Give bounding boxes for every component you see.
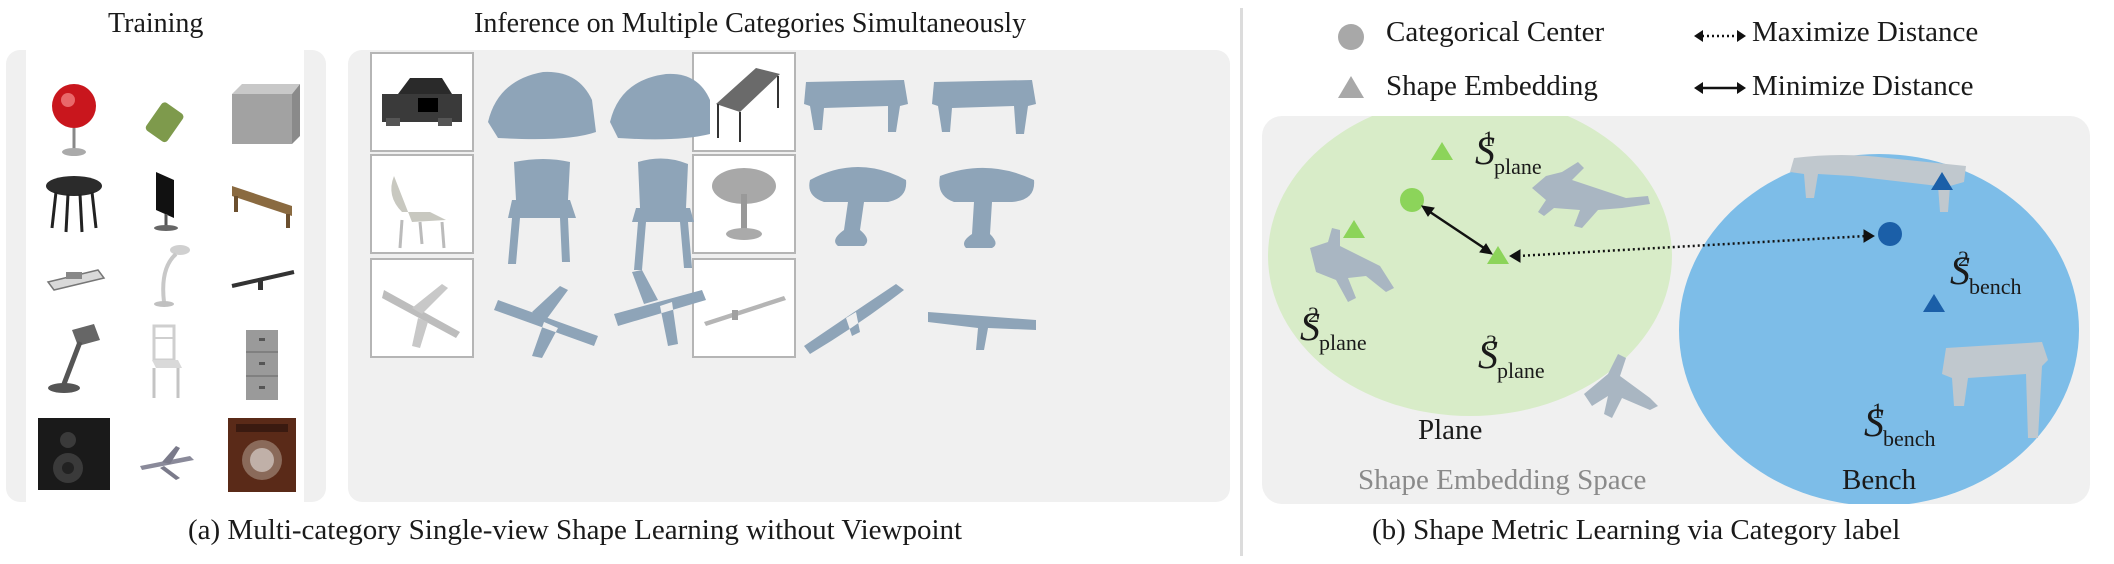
bench-reconstruction-1 — [804, 80, 908, 132]
bench-shape-2 — [1942, 342, 2048, 438]
s-plane-1-marker — [1431, 142, 1453, 160]
caption-a: (a) Multi-category Single-view Shape Lea… — [188, 514, 963, 546]
plane-center-marker — [1400, 188, 1424, 212]
inference-panel — [348, 50, 1230, 502]
cabinet-icon — [246, 330, 278, 400]
pixel-chair-icon — [391, 176, 446, 249]
training-panel — [6, 50, 326, 502]
training-title: Training — [108, 8, 204, 39]
rifle-reconstruction-1 — [804, 284, 904, 354]
round-table-icon — [46, 176, 102, 233]
input-image-rifle — [692, 258, 796, 358]
car-reconstruction-2 — [610, 73, 710, 140]
input-image-bench — [692, 52, 796, 152]
input-image-chair — [370, 154, 474, 254]
washing-machine-icon — [228, 418, 296, 492]
bench-center-marker — [1878, 222, 1902, 246]
desk-lamp-icon — [154, 245, 190, 307]
s-plane-1-label: S1plane — [1475, 126, 1542, 179]
s-plane-3-marker — [1487, 246, 1509, 264]
caption-b: (b) Shape Metric Learning via Category l… — [1372, 514, 1901, 546]
bench-shape-1 — [1790, 155, 1966, 212]
pixel-rifle-icon — [704, 296, 786, 326]
pixel-umbrella-table-icon — [712, 168, 776, 240]
training-grid — [38, 84, 300, 492]
legend-center-label: Categorical Center — [1386, 16, 1605, 48]
maximize-arrow — [1509, 229, 1875, 263]
input-image-car — [370, 52, 474, 152]
table-lamp-icon — [48, 324, 100, 393]
legend-embedding-label: Shape Embedding — [1386, 70, 1598, 102]
bench-region — [1679, 154, 2079, 504]
s-bench-2-label: S2bench — [1950, 246, 2022, 299]
monitor-icon — [154, 172, 178, 231]
s-bench-1-label: S1bench — [1864, 398, 1936, 451]
legend-maximize-label: Maximize Distance — [1752, 16, 1979, 48]
wooden-chair-icon — [152, 324, 182, 398]
input-image-plane — [370, 258, 474, 358]
table-reconstruction-1 — [809, 167, 907, 246]
green-phone-icon — [145, 102, 184, 143]
s-plane-3-label: S3plane — [1478, 330, 1545, 383]
boat-icon — [46, 269, 106, 291]
bench-reconstruction-2 — [932, 80, 1036, 134]
s-bench-1-marker — [1923, 294, 1945, 312]
speaker-icon — [38, 418, 110, 490]
s-bench-2-marker — [1931, 172, 1953, 190]
reconstruction-grid — [488, 71, 1036, 358]
input-image-table — [692, 154, 796, 254]
gray-box-icon — [232, 84, 300, 144]
red-egg-chair-icon — [52, 84, 96, 156]
airplane-icon — [140, 446, 194, 480]
wooden-bench-icon — [232, 186, 292, 228]
inference-title: Inference on Multiple Categories Simulta… — [474, 8, 1027, 39]
plane-reconstruction-2 — [614, 270, 706, 346]
plane-reconstruction-1 — [494, 286, 598, 358]
s-plane-2-label: S2plane — [1300, 302, 1367, 355]
plane-label: Plane — [1418, 414, 1483, 446]
legend-minimize-icon — [1694, 82, 1746, 94]
minimize-arrow — [1421, 205, 1493, 255]
legend-embedding-icon — [1338, 76, 1364, 98]
embedding-space-label: Shape Embedding Space — [1358, 464, 1647, 496]
pixel-plane-icon — [382, 284, 460, 348]
bench-label: Bench — [1842, 464, 1917, 496]
rifle-reconstruction-2 — [928, 312, 1036, 350]
pixel-car-icon — [382, 78, 462, 126]
rifle-icon — [231, 270, 295, 290]
table-reconstruction-2 — [939, 167, 1035, 248]
embedding-space-diagram — [1268, 116, 2079, 504]
plane-shape-1 — [1532, 162, 1650, 228]
legend-center-icon — [1338, 24, 1364, 50]
chair-reconstruction-1 — [508, 159, 576, 264]
chair-reconstruction-2 — [632, 158, 694, 270]
plane-shape-2 — [1310, 228, 1394, 302]
legend-minimize-label: Minimize Distance — [1752, 70, 1974, 102]
legend-maximize-icon — [1694, 30, 1746, 42]
s-plane-2-marker — [1343, 220, 1365, 238]
car-reconstruction-1 — [488, 71, 596, 140]
plane-shape-3 — [1584, 354, 1658, 418]
pixel-bench-icon — [716, 68, 780, 142]
panel-divider — [1240, 8, 1243, 556]
